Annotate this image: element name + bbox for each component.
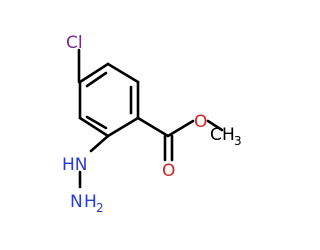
methyl-count-subscript: 3 xyxy=(234,134,242,148)
ring-bond-bot-ll xyxy=(78,116,110,138)
terminal-hydrogen-label: H xyxy=(84,192,97,212)
methyl-carbon-label: C xyxy=(210,125,222,145)
terminal-count-subscript: 2 xyxy=(96,201,104,215)
ring-bond-lr-bot xyxy=(106,116,140,138)
terminal-nitrogen-label: N xyxy=(70,192,83,212)
bond-carbonyl-ester-oxygen xyxy=(166,119,195,138)
bond-ester-oxygen-methyl xyxy=(206,119,224,132)
methyl-hydrogen-label: H xyxy=(222,125,235,145)
bond-ring-carbonyl-carbon xyxy=(136,116,170,138)
hydrazine-nh-label: HN xyxy=(62,155,88,175)
bond-ring-hydrazine xyxy=(89,134,110,153)
ring-bond-top-ur xyxy=(106,62,140,84)
molecule-structure-diagram: Cl O O C H 3 HN N H 2 xyxy=(62,33,242,215)
chlorine-atom-label: Cl xyxy=(66,33,83,53)
ester-oxygen-label: O xyxy=(194,112,207,132)
carbonyl-oxygen-label: O xyxy=(162,161,175,181)
ring-bond-ul-top-inner xyxy=(85,71,108,88)
ring-bond-bot-ll-inner xyxy=(85,115,108,130)
ring-bond-ul-top xyxy=(78,62,110,84)
